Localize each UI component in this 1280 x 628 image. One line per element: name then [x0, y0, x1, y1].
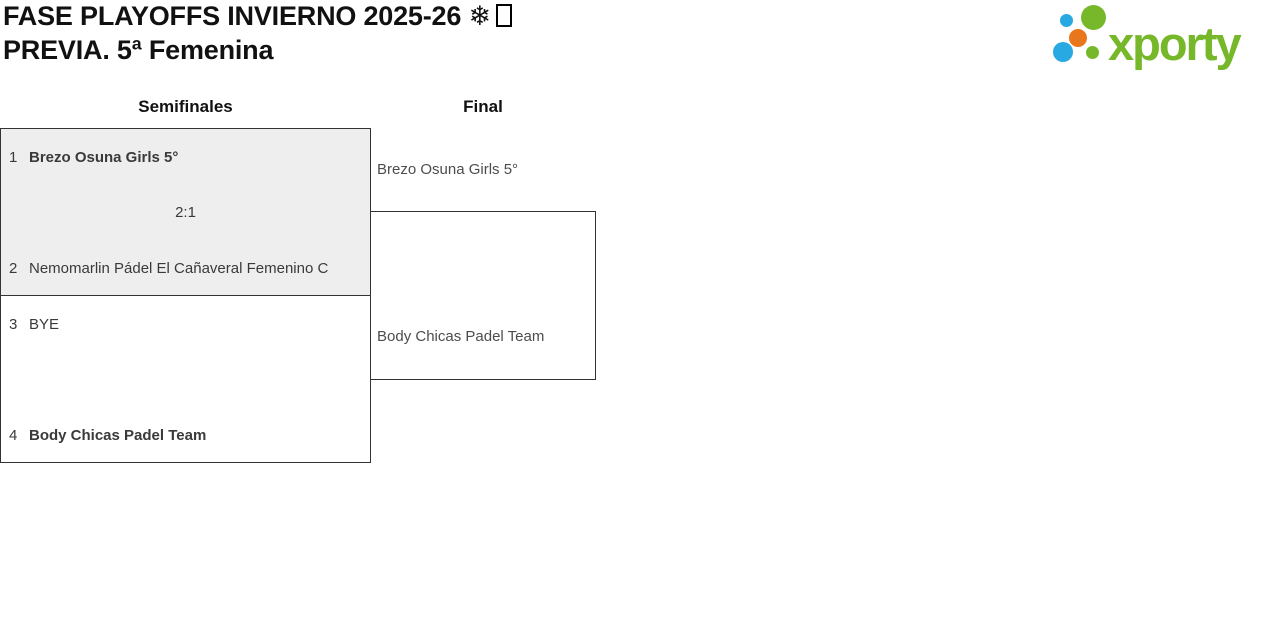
team-row-seed1: 1 Brezo Osuna Girls 5° — [1, 147, 369, 169]
match-box-final[interactable] — [370, 211, 596, 380]
team-row-seed4: 4 Body Chicas Padel Team — [1, 425, 369, 447]
logo-dot-orange-icon — [1069, 29, 1087, 47]
team-name: Nemomarlin Pádel El Cañaveral Femenino C — [29, 260, 329, 277]
team-name: Body Chicas Padel Team — [29, 427, 207, 444]
round-header-semifinals: Semifinales — [138, 97, 233, 116]
team-row-seed3: 3 BYE — [1, 314, 369, 336]
logo-dot-blue-big-icon — [1053, 42, 1073, 62]
final-team-top: Brezo Osuna Girls 5° — [377, 161, 519, 178]
page-title: FASE PLAYOFFS INVIERNO 2025-26 ❄ PREVIA.… — [3, 0, 512, 67]
match-score — [1, 369, 370, 391]
match-score: 2:1 — [175, 204, 196, 221]
team-seed: 3 — [9, 316, 18, 333]
page-title-line1-text: FASE PLAYOFFS INVIERNO 2025-26 ❄ — [3, 1, 491, 31]
page-title-line2: PREVIA. 5ª Femenina — [3, 34, 274, 65]
logo-dot-blue-small-icon — [1060, 14, 1073, 27]
team-row-seed2: 2 Nemomarlin Pádel El Cañaveral Femenino … — [1, 258, 369, 280]
match-box-semifinal-2[interactable]: 3 BYE 4 Body Chicas Padel Team — [0, 295, 371, 463]
logo-wordmark: xporty — [1108, 17, 1242, 70]
xporty-logo[interactable]: xporty — [1048, 0, 1280, 78]
team-seed: 4 — [9, 427, 18, 444]
final-team-bottom: Body Chicas Padel Team — [377, 328, 545, 345]
match-box-semifinal-1[interactable]: 1 Brezo Osuna Girls 5° 2:1 2 Nemomarlin Pá… — [0, 128, 371, 296]
missing-glyph-box — [495, 4, 512, 27]
round-header-final: Final — [463, 97, 503, 116]
team-name: Brezo Osuna Girls 5° — [29, 149, 179, 166]
logo-dot-green-small-icon — [1086, 46, 1099, 59]
team-seed: 1 — [9, 149, 18, 166]
page-title-line1: FASE PLAYOFFS INVIERNO 2025-26 ❄ — [3, 0, 512, 34]
logo-dot-green-big-icon — [1081, 5, 1106, 30]
team-seed: 2 — [9, 260, 18, 277]
team-name: BYE — [29, 316, 60, 333]
